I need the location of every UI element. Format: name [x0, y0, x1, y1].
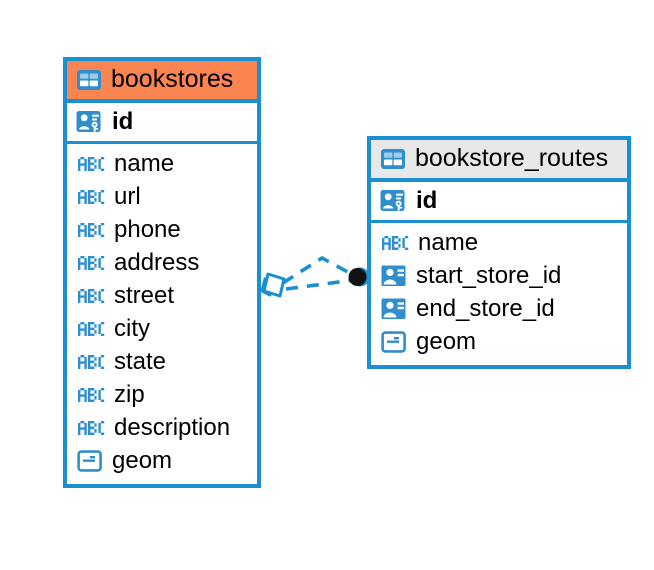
foreign-key-icon — [381, 264, 407, 288]
field-row[interactable]: address — [67, 247, 257, 280]
field-label: state — [114, 348, 167, 375]
field-row[interactable]: start_store_id — [371, 260, 627, 293]
relationship-line-upper — [282, 255, 358, 285]
field-row[interactable]: url — [67, 181, 257, 214]
field-label: city — [114, 315, 150, 342]
primary-key-label: id — [416, 186, 438, 214]
field-label: start_store_id — [416, 262, 562, 289]
text-abc-icon — [78, 355, 105, 369]
field-label: end_store_id — [416, 295, 555, 322]
text-abc-icon — [78, 157, 105, 171]
entity-title: bookstore_routes — [415, 144, 609, 172]
field-row[interactable]: end_store_id — [371, 293, 627, 326]
field-label: url — [114, 183, 141, 210]
primary-key-row[interactable]: id — [67, 102, 257, 144]
text-abc-icon — [382, 236, 409, 250]
field-row[interactable]: state — [67, 346, 257, 379]
entity-header-bookstores[interactable]: bookstores — [67, 61, 257, 103]
field-label: description — [114, 414, 231, 441]
crows-foot-diamond-icon — [260, 272, 286, 298]
relationship-line-lower — [285, 278, 355, 291]
field-row[interactable]: street — [67, 280, 257, 313]
text-abc-icon — [78, 190, 105, 204]
field-row[interactable]: geom — [67, 445, 257, 478]
entity-header-bookstore-routes[interactable]: bookstore_routes — [371, 140, 627, 182]
foreign-key-icon — [381, 297, 407, 321]
geometry-icon — [381, 331, 407, 353]
primary-key-label: id — [112, 107, 134, 135]
primary-key-icon — [76, 110, 104, 134]
field-label: geom — [112, 447, 173, 474]
field-label: address — [114, 249, 200, 276]
table-icon — [380, 148, 406, 170]
text-abc-icon — [78, 223, 105, 237]
geometry-icon — [77, 450, 103, 472]
field-label: geom — [416, 328, 477, 355]
field-row[interactable]: geom — [371, 326, 627, 359]
text-abc-icon — [78, 256, 105, 270]
field-label: zip — [114, 381, 145, 408]
text-abc-icon — [78, 322, 105, 336]
field-list-bookstores: name url — [67, 143, 257, 484]
entity-bookstores[interactable]: bookstores id — [63, 57, 261, 488]
field-row[interactable]: name — [67, 148, 257, 181]
field-row[interactable]: city — [67, 313, 257, 346]
entity-bookstore-routes[interactable]: bookstore_routes id — [367, 136, 631, 369]
text-abc-icon — [78, 289, 105, 303]
field-row[interactable]: name — [371, 227, 627, 260]
text-abc-icon — [78, 421, 105, 435]
primary-key-icon — [380, 189, 408, 213]
field-row[interactable]: phone — [67, 214, 257, 247]
field-label: street — [114, 282, 175, 309]
field-label: name — [114, 150, 175, 177]
table-icon — [76, 69, 102, 91]
primary-key-row[interactable]: id — [371, 181, 627, 223]
entity-title: bookstores — [111, 65, 234, 93]
field-row[interactable]: zip — [67, 379, 257, 412]
field-label: name — [418, 229, 479, 256]
text-abc-icon — [78, 388, 105, 402]
field-row[interactable]: description — [67, 412, 257, 445]
field-label: phone — [114, 216, 181, 243]
field-list-bookstore-routes: name start_store_id — [371, 222, 627, 365]
